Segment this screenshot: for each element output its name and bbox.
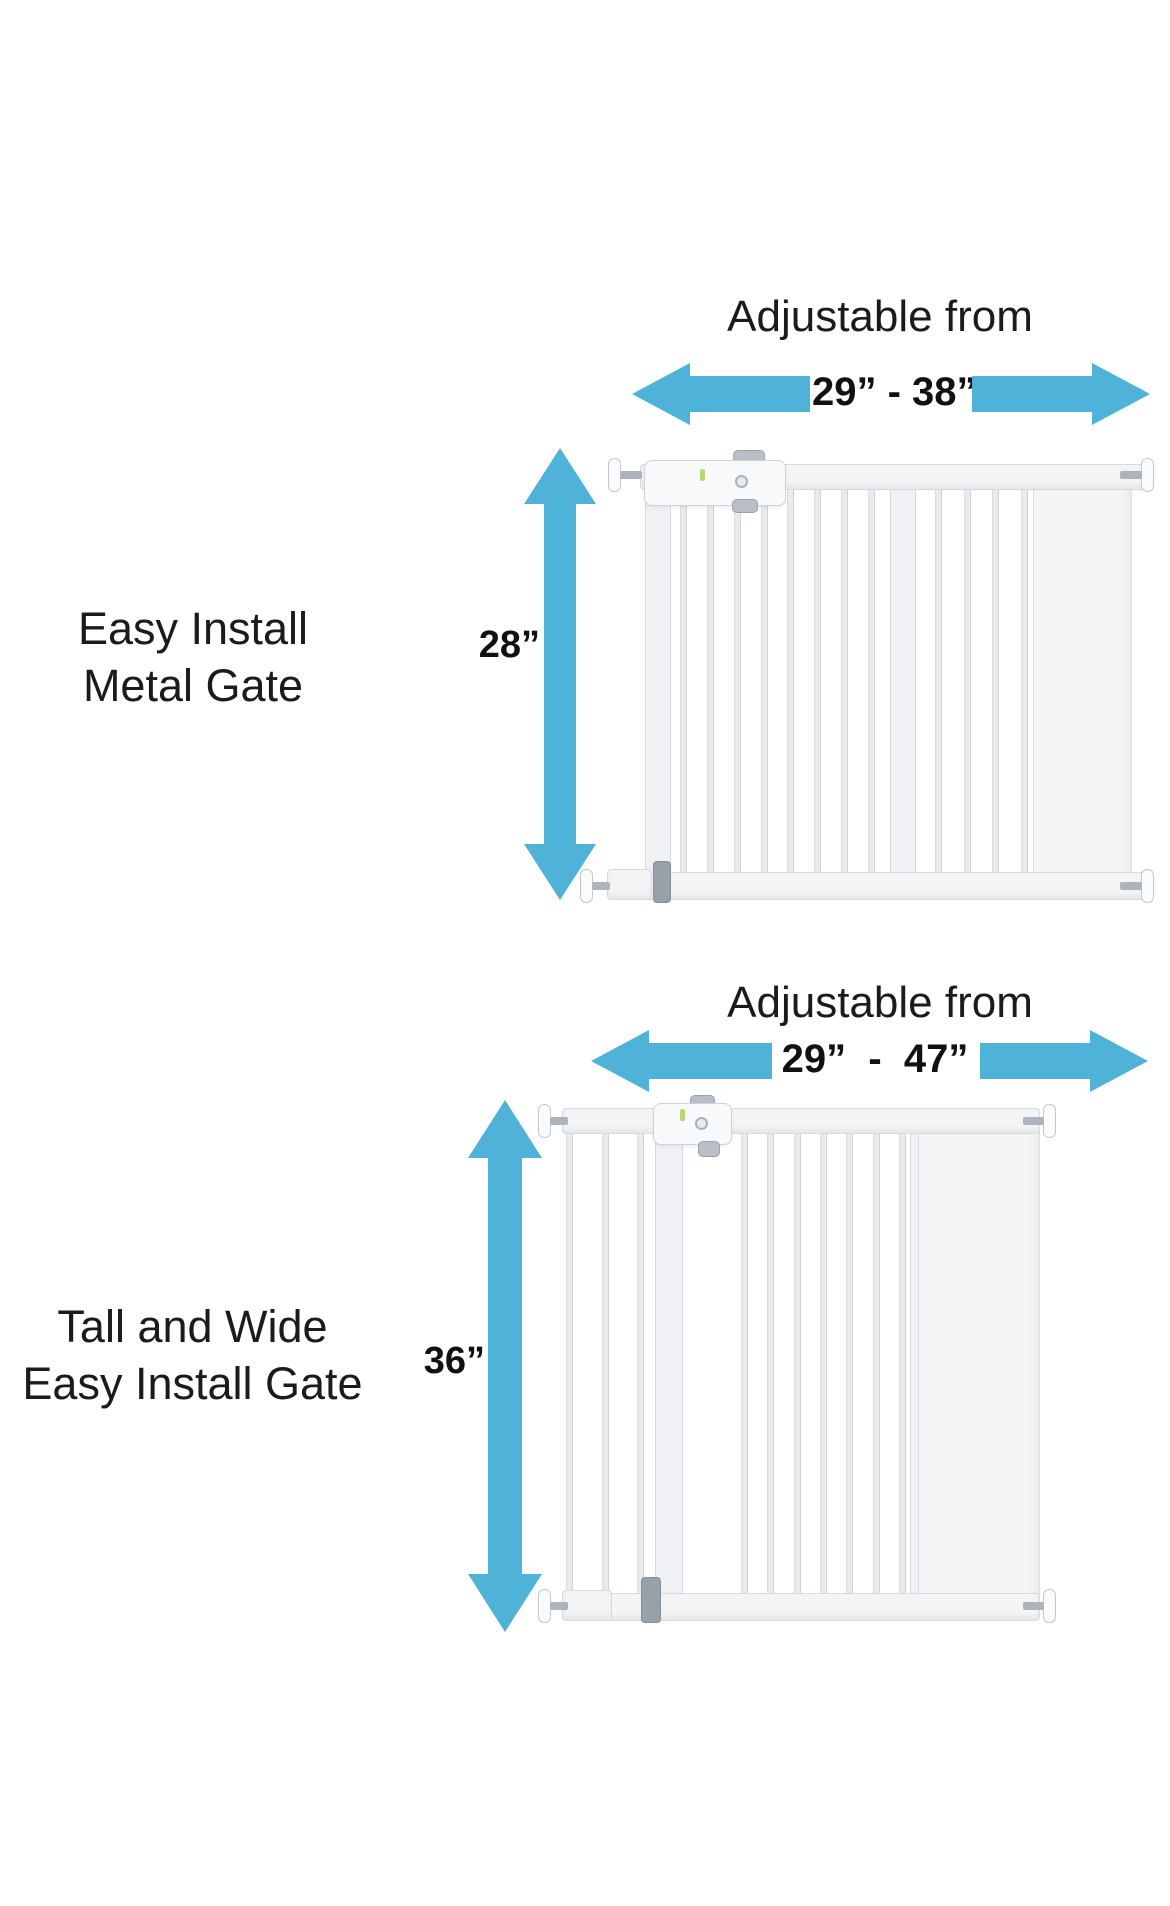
adjustable-from-label-2: Adjustable from <box>727 978 1033 1027</box>
wall-mount-knob-br <box>1141 869 1154 903</box>
gate-bar <box>566 1129 573 1607</box>
gate-name-tall-line1: Tall and Wide <box>57 1301 328 1352</box>
gate-name-metal-line1: Easy Install <box>77 603 309 654</box>
gate-bar <box>841 485 849 875</box>
arrow-head-up-icon <box>524 448 596 504</box>
wall-mount-stem <box>1120 471 1142 479</box>
arrow-shaft <box>544 504 576 844</box>
brand-logo-dot <box>695 1117 708 1130</box>
arrow-head-up-icon <box>468 1100 542 1158</box>
gate-bottom-rail <box>562 1593 1040 1621</box>
gate-bar <box>601 1129 609 1607</box>
gate-bar <box>963 485 971 875</box>
wall-mount-knob-br <box>1043 1589 1056 1623</box>
latch-indicator-dot <box>680 1109 685 1121</box>
width-range-2: 29” - 47” <box>781 1037 969 1081</box>
gate-bars <box>935 485 1028 875</box>
gate-foot-block <box>562 1590 612 1621</box>
gate-bar <box>787 485 795 875</box>
gate-bar <box>898 1129 906 1605</box>
gate-extension-panel <box>1033 467 1132 885</box>
wall-mount-knob-tr <box>1141 458 1154 492</box>
arrow-head-right-icon <box>1090 1030 1148 1092</box>
gate-door-post <box>890 473 916 888</box>
arrow-shaft <box>649 1043 772 1079</box>
height-label-1: 28” <box>478 624 540 666</box>
metal-gate-image <box>580 447 1170 905</box>
arrow-shaft <box>972 376 1092 412</box>
foot-pedal <box>641 1577 661 1623</box>
gate-bar <box>680 485 687 875</box>
gate-bar <box>741 1129 748 1605</box>
height-label-2: 36” <box>423 1340 485 1382</box>
gate-extension-panel <box>918 1111 1040 1609</box>
height-arrow-2 <box>468 1100 542 1632</box>
gate-name-metal: Easy Install Metal Gate <box>28 600 358 714</box>
arrow-shaft <box>690 376 810 412</box>
wall-mount-stem <box>1023 1117 1044 1125</box>
gate-name-tall-line2: Easy Install Gate <box>22 1358 363 1410</box>
width-arrow-left-1 <box>632 363 810 425</box>
arrow-head-left-icon <box>632 363 690 425</box>
gate-bar <box>1020 485 1028 875</box>
wall-mount-stem <box>1120 882 1142 890</box>
wall-mount-knob-tr <box>1043 1104 1056 1138</box>
gate-bar <box>935 485 942 875</box>
gate-bar <box>760 485 768 875</box>
wall-mount-stem <box>620 471 642 479</box>
width-range-1: 29” - 38” <box>812 370 977 414</box>
foot-pedal <box>653 861 671 903</box>
tall-gate-image <box>538 1095 1062 1627</box>
latch-indicator-dot <box>700 469 705 481</box>
gate-bar <box>793 1129 801 1605</box>
gate-bar <box>819 1129 827 1605</box>
latch-release-handle <box>698 1141 720 1157</box>
gate-bar <box>767 1129 775 1605</box>
gate-bar <box>733 485 741 875</box>
gate-bar <box>992 485 1000 875</box>
arrow-shaft <box>980 1043 1090 1079</box>
gate-bar <box>706 485 714 875</box>
gate-frame-post <box>645 467 671 897</box>
gate-bars <box>680 485 875 875</box>
latch-housing <box>644 460 786 506</box>
wall-mount-stem <box>1023 1602 1044 1610</box>
gate-name-tall: Tall and Wide Easy Install Gate <box>0 1298 385 1412</box>
adjustable-from-label-1: Adjustable from <box>727 292 1033 341</box>
wall-mount-stem <box>550 1602 568 1610</box>
latch-housing <box>653 1103 732 1145</box>
brand-logo-dot <box>735 475 748 488</box>
arrow-head-down-icon <box>468 1574 542 1632</box>
gate-bar <box>867 485 875 875</box>
gate-top-rail <box>562 1108 1040 1134</box>
wall-mount-stem <box>592 882 610 890</box>
gate-foot-block <box>607 869 652 900</box>
gate-bar <box>846 1129 854 1605</box>
arrow-head-left-icon <box>591 1030 649 1092</box>
latch-release-handle <box>732 499 758 513</box>
width-arrow-left-2 <box>591 1030 772 1092</box>
arrow-head-right-icon <box>1092 363 1150 425</box>
arrow-shaft <box>488 1158 522 1574</box>
gate-bar <box>814 485 822 875</box>
gate-bottom-rail <box>607 872 1145 900</box>
gate-name-metal-line2: Metal Gate <box>82 660 304 712</box>
gate-bar <box>637 1129 644 1607</box>
gate-bars <box>566 1129 644 1607</box>
gate-bar <box>872 1129 880 1605</box>
gate-bars <box>741 1129 906 1605</box>
wall-mount-stem <box>550 1117 568 1125</box>
width-arrow-right-1 <box>972 363 1150 425</box>
gate-latch-post <box>655 1111 683 1617</box>
width-arrow-right-2 <box>980 1030 1148 1092</box>
